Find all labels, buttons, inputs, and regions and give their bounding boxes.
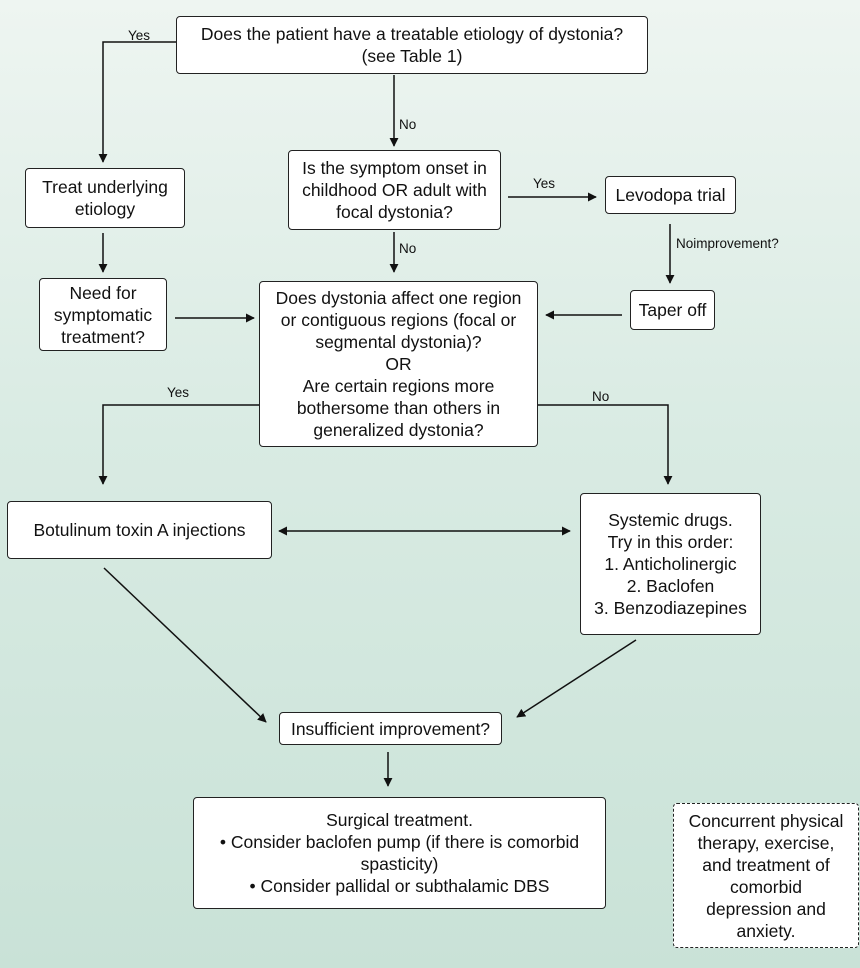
surgical-treatment-box: Surgical treatment.• Consider baclofen p…: [193, 797, 606, 909]
need-symptomatic-treatment-box-line: treatment?: [61, 326, 145, 347]
q-region-box-line: Does dystonia affect one region: [275, 288, 522, 308]
levodopa-trial-box: Levodopa trial: [605, 176, 736, 214]
systemic-drugs-box-line: 3. Benzodiazepines: [594, 598, 747, 618]
edge-label-no-improvement-line: No: [676, 236, 694, 251]
surgical-treatment-box-line: • Consider baclofen pump (if there is co…: [219, 832, 580, 852]
systemic-drugs-box: Systemic drugs.Try in this order:1. Anti…: [580, 493, 761, 635]
concurrent-therapy-box-line: comorbid: [730, 876, 802, 897]
taper-off-box-line: Taper off: [638, 300, 707, 320]
arrow-region-yes: [98, 404, 259, 485]
taper-off-box: Taper off: [630, 290, 715, 330]
edge-label-yes-region: Yes: [167, 385, 190, 400]
treat-underlying-etiology-box-line: Treat underlying: [42, 177, 168, 197]
treat-underlying-etiology-box-line: etiology: [74, 199, 136, 219]
systemic-drugs-box-line: Try in this order:: [607, 532, 734, 552]
surgical-treatment-box-line: spasticity): [360, 854, 439, 874]
arrow-systemic-to-insufficient: [516, 639, 637, 718]
q-region-box-line: segmental dystonia)?: [315, 332, 482, 352]
q-symptom-onset-box-line: childhood OR adult with: [302, 180, 487, 200]
arrow-etiology-yes: [98, 41, 176, 163]
q-region-box-line: or contiguous regions (focal or: [280, 310, 517, 330]
concurrent-therapy-box-line: and treatment of: [702, 854, 830, 875]
q-treatable-etiology-box-line: Does the patient have a treatable etiolo…: [200, 24, 624, 44]
q-symptom-onset-box-line: focal dystonia?: [336, 202, 453, 222]
q-region-box-line: Are certain regions more: [302, 376, 495, 396]
botulinum-toxin-box: Botulinum toxin A injections: [7, 501, 272, 559]
concurrent-therapy-box-line: therapy, exercise,: [697, 832, 835, 853]
edge-label-no-etiology: No: [399, 117, 417, 132]
q-treatable-etiology-box: Does the patient have a treatable etiolo…: [176, 16, 648, 74]
insufficient-improvement-box: Insufficient improvement?: [279, 712, 502, 745]
need-symptomatic-treatment-box-line: Need for: [69, 282, 137, 303]
concurrent-therapy-box-line: depression and: [706, 898, 826, 919]
concurrent-therapy-box-line: Concurrent physical: [688, 810, 844, 831]
systemic-drugs-box-line: 2. Baclofen: [626, 576, 715, 596]
need-symptomatic-treatment-box-line: symptomatic: [53, 304, 153, 325]
systemic-drugs-box-line: 1. Anticholinergic: [604, 554, 737, 574]
botulinum-toxin-box-line: Botulinum toxin A injections: [33, 520, 246, 540]
insufficient-improvement-box-line: Insufficient improvement?: [290, 718, 491, 739]
edge-label-no-region: No: [592, 389, 610, 404]
surgical-treatment-box-line: Surgical treatment.: [326, 810, 473, 830]
edge-label-no-improvement: Noimprovement?: [676, 234, 779, 253]
q-treatable-etiology-box-line: (see Table 1): [361, 46, 463, 66]
edge-label-no-improvement-line: improvement?: [693, 236, 779, 251]
q-region-box-line: bothersome than others in: [296, 398, 501, 418]
surgical-treatment-box-line: • Consider pallidal or subthalamic DBS: [249, 876, 550, 896]
edge-label-yes-etiology: Yes: [128, 28, 151, 43]
arrow-botulinum-to-insufficient: [103, 567, 267, 723]
levodopa-trial-box-line: Levodopa trial: [615, 185, 726, 205]
q-region-box-line: generalized dystonia?: [313, 420, 484, 440]
edge-label-yes-onset: Yes: [533, 176, 556, 191]
systemic-drugs-box-line: Systemic drugs.: [608, 510, 733, 530]
concurrent-therapy-box-line: anxiety.: [736, 920, 796, 941]
edge-label-no-onset: No: [399, 241, 417, 256]
q-symptom-onset-box-line: Is the symptom onset in: [302, 158, 487, 178]
arrow-region-no: [538, 404, 673, 485]
q-region-box-line: OR: [385, 354, 412, 374]
